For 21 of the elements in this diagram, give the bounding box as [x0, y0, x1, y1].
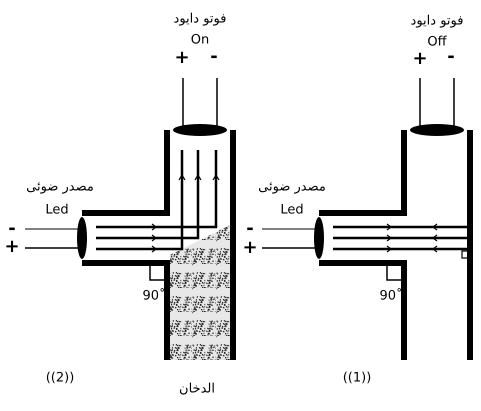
led-label: Led [45, 204, 69, 216]
light-source-label: مصدر ضوئی [258, 180, 326, 194]
figure-number: ((1)) [342, 372, 372, 384]
figure-number: ((2)) [46, 372, 74, 384]
state-label: Off [427, 36, 447, 48]
angle-label: 90˚ [379, 290, 403, 302]
polarity-sign: - [246, 220, 254, 238]
light-source-label: مصدر ضوئی [26, 180, 94, 194]
photodiode-label: فوتو دایود [410, 14, 464, 28]
polarity-sign: - [447, 48, 455, 66]
polarity-sign: + [412, 50, 428, 68]
polarity-sign: + [4, 238, 20, 256]
polarity-sign: + [174, 49, 190, 67]
polarity-sign: - [8, 220, 16, 238]
photodiode-label: فوتو دایود [174, 12, 226, 26]
polarity-sign: + [242, 239, 258, 257]
state-label: On [190, 34, 210, 46]
smoke-label: الدخان [179, 382, 215, 396]
angle-label: 90˚ [142, 290, 166, 302]
polarity-sign: - [210, 48, 218, 66]
led-label: Led [280, 204, 304, 216]
